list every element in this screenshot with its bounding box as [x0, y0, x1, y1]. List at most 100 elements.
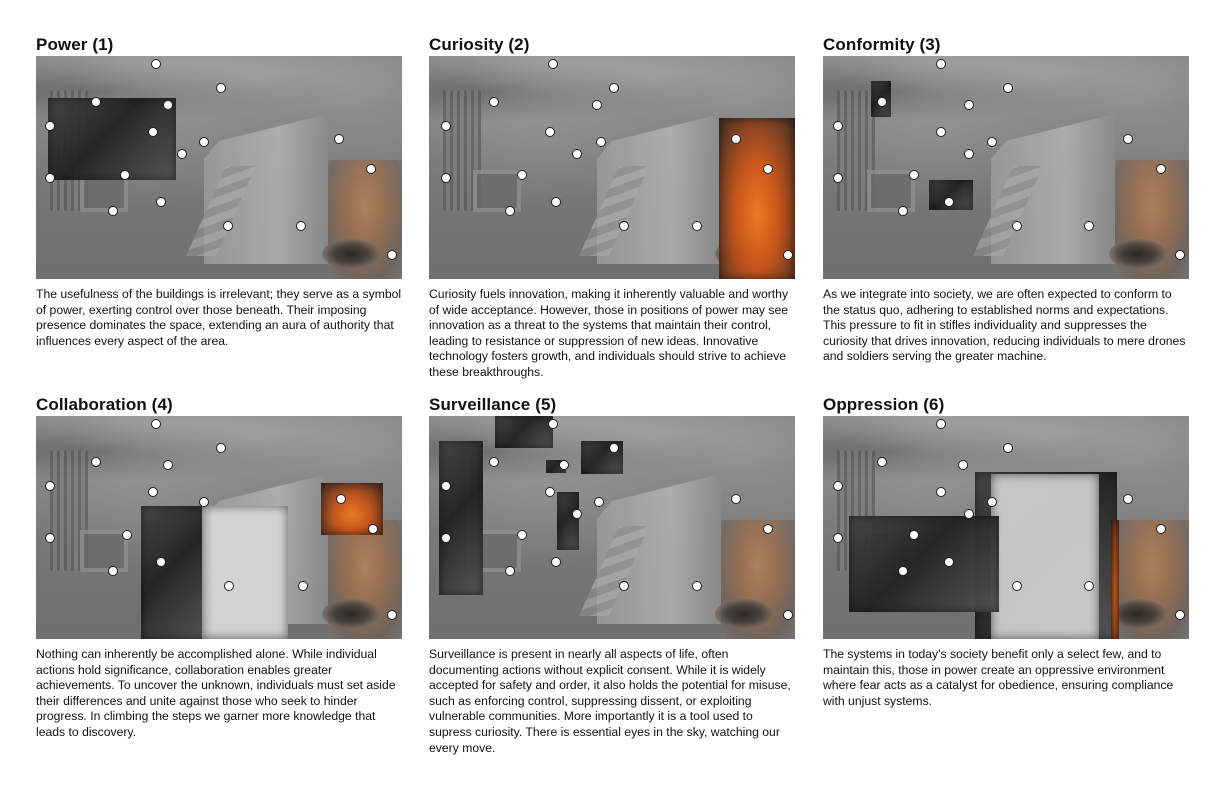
highlight-cutout [719, 118, 795, 279]
panel-conformity: Conformity (3) As we integrate into soci… [823, 34, 1189, 365]
marker-icon [216, 83, 226, 93]
marker-icon [224, 581, 234, 591]
marker-icon [156, 557, 166, 567]
collage-image [429, 416, 795, 639]
collage-image [36, 56, 402, 279]
marker-icon [619, 581, 629, 591]
marker-icon [216, 443, 226, 453]
marker-icon [1003, 83, 1013, 93]
marker-icon [1156, 524, 1166, 534]
marker-icon [163, 100, 173, 110]
marker-icon [366, 164, 376, 174]
marker-icon [45, 121, 55, 131]
marker-icon [596, 137, 606, 147]
marker-icon [964, 100, 974, 110]
marker-icon [177, 149, 187, 159]
marker-icon [122, 530, 132, 540]
marker-icon [936, 127, 946, 137]
panel-title: Power (1) [36, 35, 114, 54]
marker-icon [987, 497, 997, 507]
marker-icon [936, 59, 946, 69]
collage-image [823, 56, 1189, 279]
marker-icon [987, 137, 997, 147]
marker-icon [833, 121, 843, 131]
marker-icon [1012, 221, 1022, 231]
highlight-cutout [48, 98, 176, 180]
marker-icon [156, 197, 166, 207]
highlight-cutout [439, 441, 483, 595]
marker-icon [108, 566, 118, 576]
marker-icon [609, 83, 619, 93]
marker-icon [148, 487, 158, 497]
panel-description: The systems in today's society benefit o… [823, 647, 1174, 708]
marker-icon [151, 419, 161, 429]
marker-icon [505, 566, 515, 576]
marker-icon [877, 457, 887, 467]
panel-surveillance: Surveillance (5) Surveillance is present… [429, 394, 795, 756]
marker-icon [296, 221, 306, 231]
marker-icon [944, 557, 954, 567]
marker-icon [572, 149, 582, 159]
marker-icon [1084, 221, 1094, 231]
marker-icon [489, 457, 499, 467]
panel-description: Nothing can inherently be accomplished a… [36, 647, 396, 739]
collage-image [36, 416, 402, 639]
marker-icon [944, 197, 954, 207]
panel-oppression: Oppression (6) The systems in today's so… [823, 394, 1189, 709]
marker-icon [1084, 581, 1094, 591]
marker-icon [692, 581, 702, 591]
marker-icon [898, 206, 908, 216]
marker-icon [958, 460, 968, 470]
panel-title: Curiosity (2) [429, 35, 530, 54]
marker-icon [619, 221, 629, 231]
marker-icon [1175, 250, 1185, 260]
marker-icon [199, 497, 209, 507]
eye-cutout [495, 416, 553, 448]
highlight-cutout [202, 506, 288, 639]
marker-icon [517, 530, 527, 540]
marker-icon [45, 533, 55, 543]
marker-icon [489, 97, 499, 107]
panel-description: As we integrate into society, we are oft… [823, 287, 1186, 364]
marker-icon [783, 610, 793, 620]
marker-icon [199, 137, 209, 147]
marker-icon [763, 524, 773, 534]
marker-icon [336, 494, 346, 504]
marker-icon [151, 59, 161, 69]
marker-icon [91, 457, 101, 467]
marker-icon [1123, 494, 1133, 504]
panel-title: Surveillance (5) [429, 395, 557, 414]
marker-icon [763, 164, 773, 174]
marker-icon [594, 497, 604, 507]
marker-icon [163, 460, 173, 470]
marker-icon [548, 419, 558, 429]
marker-icon [964, 149, 974, 159]
marker-icon [1012, 581, 1022, 591]
marker-icon [592, 100, 602, 110]
marker-icon [548, 59, 558, 69]
marker-icon [1156, 164, 1166, 174]
marker-icon [368, 524, 378, 534]
marker-icon [45, 173, 55, 183]
marker-icon [387, 250, 397, 260]
marker-icon [559, 460, 569, 470]
marker-icon [441, 173, 451, 183]
marker-icon [545, 127, 555, 137]
marker-icon [91, 97, 101, 107]
marker-icon [898, 566, 908, 576]
marker-icon [148, 127, 158, 137]
highlight-cutout [849, 516, 999, 612]
marker-icon [833, 481, 843, 491]
highlight-cutout [557, 492, 579, 550]
marker-icon [833, 533, 843, 543]
marker-icon [334, 134, 344, 144]
marker-icon [877, 97, 887, 107]
marker-icon [441, 121, 451, 131]
marker-icon [545, 487, 555, 497]
marker-icon [783, 250, 793, 260]
marker-icon [298, 581, 308, 591]
marker-icon [45, 481, 55, 491]
panel-title: Conformity (3) [823, 35, 941, 54]
marker-icon [441, 533, 451, 543]
marker-icon [936, 419, 946, 429]
